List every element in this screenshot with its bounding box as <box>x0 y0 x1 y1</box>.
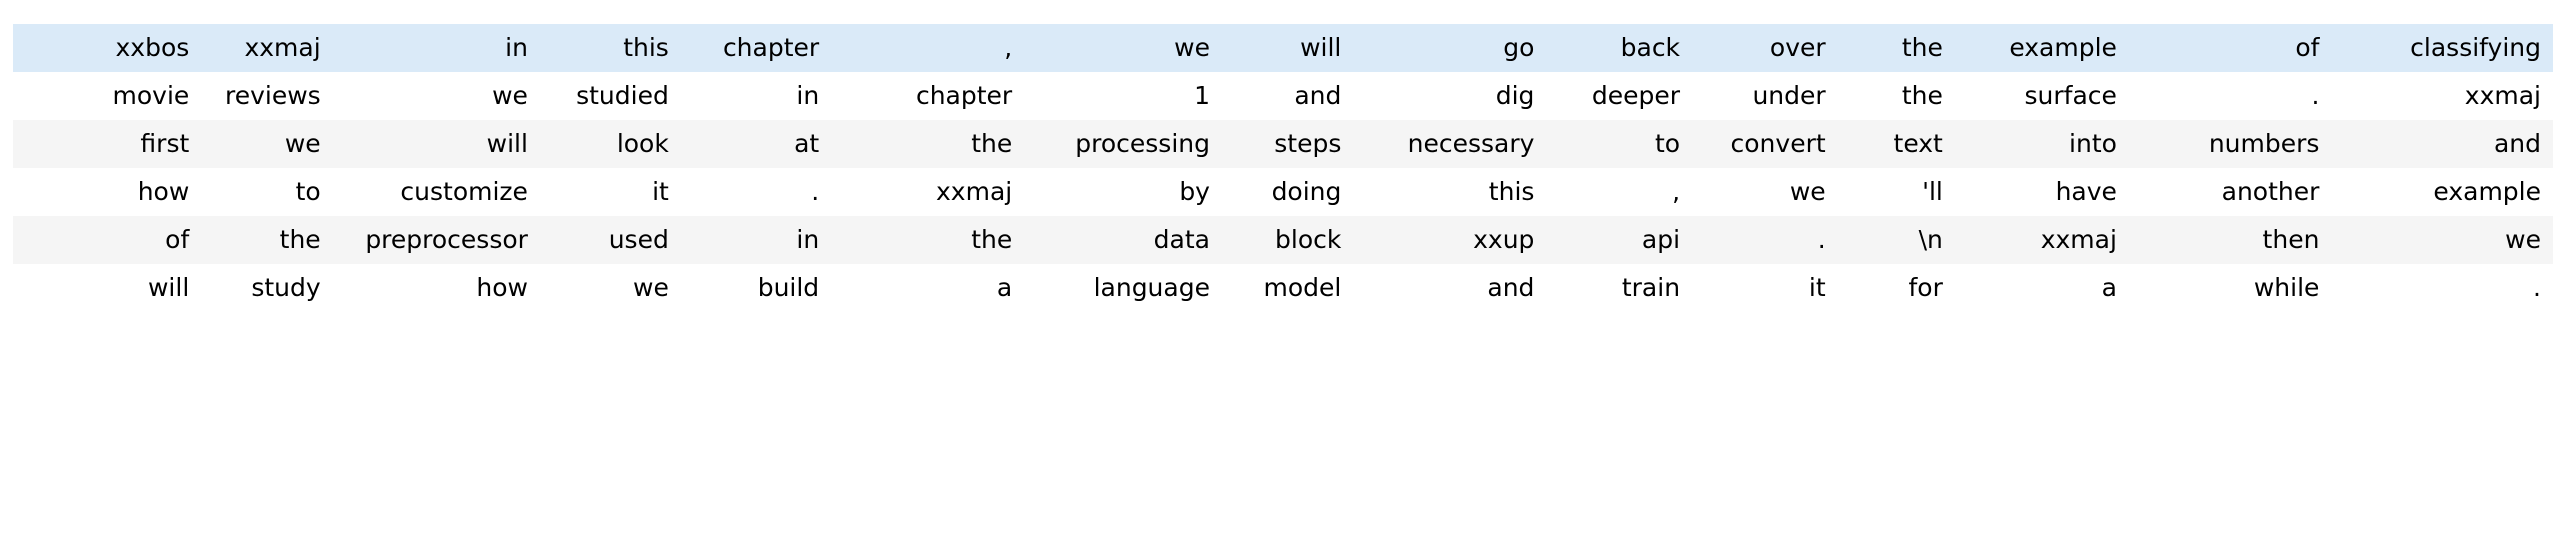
token-cell: then <box>2128 216 2332 264</box>
token-cell: processing <box>1024 120 1222 168</box>
token-cell: in <box>680 216 832 264</box>
token-cell: studied <box>539 72 681 120</box>
token-cell: under <box>1692 72 1838 120</box>
token-cell: go <box>1353 24 1547 72</box>
token-cell: steps <box>1221 120 1354 168</box>
token-cell: convert <box>1692 120 1838 168</box>
token-cell: xxmaj <box>1954 216 2129 264</box>
token-cell: xxmaj <box>201 24 333 72</box>
token-cell: first <box>13 120 202 168</box>
token-cell: in <box>332 24 540 72</box>
token-cell: for <box>1837 264 1955 312</box>
token-cell: to <box>1546 120 1693 168</box>
token-cell: the <box>1837 24 1955 72</box>
token-cell: over <box>1692 24 1838 72</box>
token-cell: will <box>1221 24 1354 72</box>
token-cell: classifying <box>2331 24 2553 72</box>
token-cell: block <box>1221 216 1354 264</box>
token-cell: we <box>1692 168 1838 216</box>
token-cell: it <box>539 168 681 216</box>
token-cell: . <box>2331 264 2553 312</box>
token-cell: xxmaj <box>831 168 1025 216</box>
token-cell: necessary <box>1353 120 1547 168</box>
token-cell: text <box>1837 120 1955 168</box>
token-cell: . <box>2128 72 2332 120</box>
token-cell: 1 <box>1024 72 1222 120</box>
token-cell: example <box>1954 24 2129 72</box>
token-cell: doing <box>1221 168 1354 216</box>
token-cell: into <box>1954 120 2129 168</box>
token-cell: the <box>201 216 333 264</box>
token-cell: at <box>680 120 832 168</box>
token-cell: data <box>1024 216 1222 264</box>
token-cell: example <box>2331 168 2553 216</box>
token-cell: to <box>201 168 333 216</box>
token-cell: used <box>539 216 681 264</box>
token-cell: this <box>539 24 681 72</box>
token-cell: preprocessor <box>332 216 540 264</box>
token-cell: reviews <box>201 72 333 120</box>
token-cell: it <box>1692 264 1838 312</box>
token-cell: dig <box>1353 72 1547 120</box>
token-cell: of <box>2128 24 2332 72</box>
token-cell: chapter <box>680 24 832 72</box>
token-cell: and <box>2331 120 2553 168</box>
token-cell: chapter <box>831 72 1025 120</box>
token-cell: the <box>1837 72 1955 120</box>
token-cell: . <box>1692 216 1838 264</box>
token-cell: . <box>680 168 832 216</box>
token-cell: xxbos <box>13 24 202 72</box>
token-cell: look <box>539 120 681 168</box>
token-cell: a <box>1954 264 2129 312</box>
token-cell: xxup <box>1353 216 1547 264</box>
token-cell: study <box>201 264 333 312</box>
token-cell: we <box>539 264 681 312</box>
token-cell: how <box>332 264 540 312</box>
token-cell: 'll <box>1837 168 1955 216</box>
token-cell: the <box>831 120 1025 168</box>
token-cell: the <box>831 216 1025 264</box>
token-cell: , <box>831 24 1025 72</box>
token-cell: will <box>332 120 540 168</box>
token-cell: back <box>1546 24 1693 72</box>
token-cell: while <box>2128 264 2332 312</box>
token-cell: language <box>1024 264 1222 312</box>
token-cell: api <box>1546 216 1693 264</box>
token-cell: , <box>1546 168 1693 216</box>
token-cell: by <box>1024 168 1222 216</box>
token-cell: customize <box>332 168 540 216</box>
token-cell: we <box>332 72 540 120</box>
token-cell: numbers <box>2128 120 2332 168</box>
token-cell: build <box>680 264 832 312</box>
token-cell: model <box>1221 264 1354 312</box>
token-cell: of <box>13 216 202 264</box>
token-cell: \n <box>1837 216 1955 264</box>
token-cell: train <box>1546 264 1693 312</box>
token-cell: xxmaj <box>2331 72 2553 120</box>
token-cell: how <box>13 168 202 216</box>
token-cell: we <box>201 120 333 168</box>
token-cell: have <box>1954 168 2129 216</box>
token-cell: we <box>1024 24 1222 72</box>
token-cell: surface <box>1954 72 2129 120</box>
token-cell: another <box>2128 168 2332 216</box>
token-cell: will <box>13 264 202 312</box>
token-cell: and <box>1353 264 1547 312</box>
token-cell: and <box>1221 72 1354 120</box>
token-cell: in <box>680 72 832 120</box>
token-cell: a <box>831 264 1025 312</box>
token-cell: movie <box>13 72 202 120</box>
token-cell: we <box>2331 216 2553 264</box>
token-cell: deeper <box>1546 72 1693 120</box>
token-cell: this <box>1353 168 1547 216</box>
